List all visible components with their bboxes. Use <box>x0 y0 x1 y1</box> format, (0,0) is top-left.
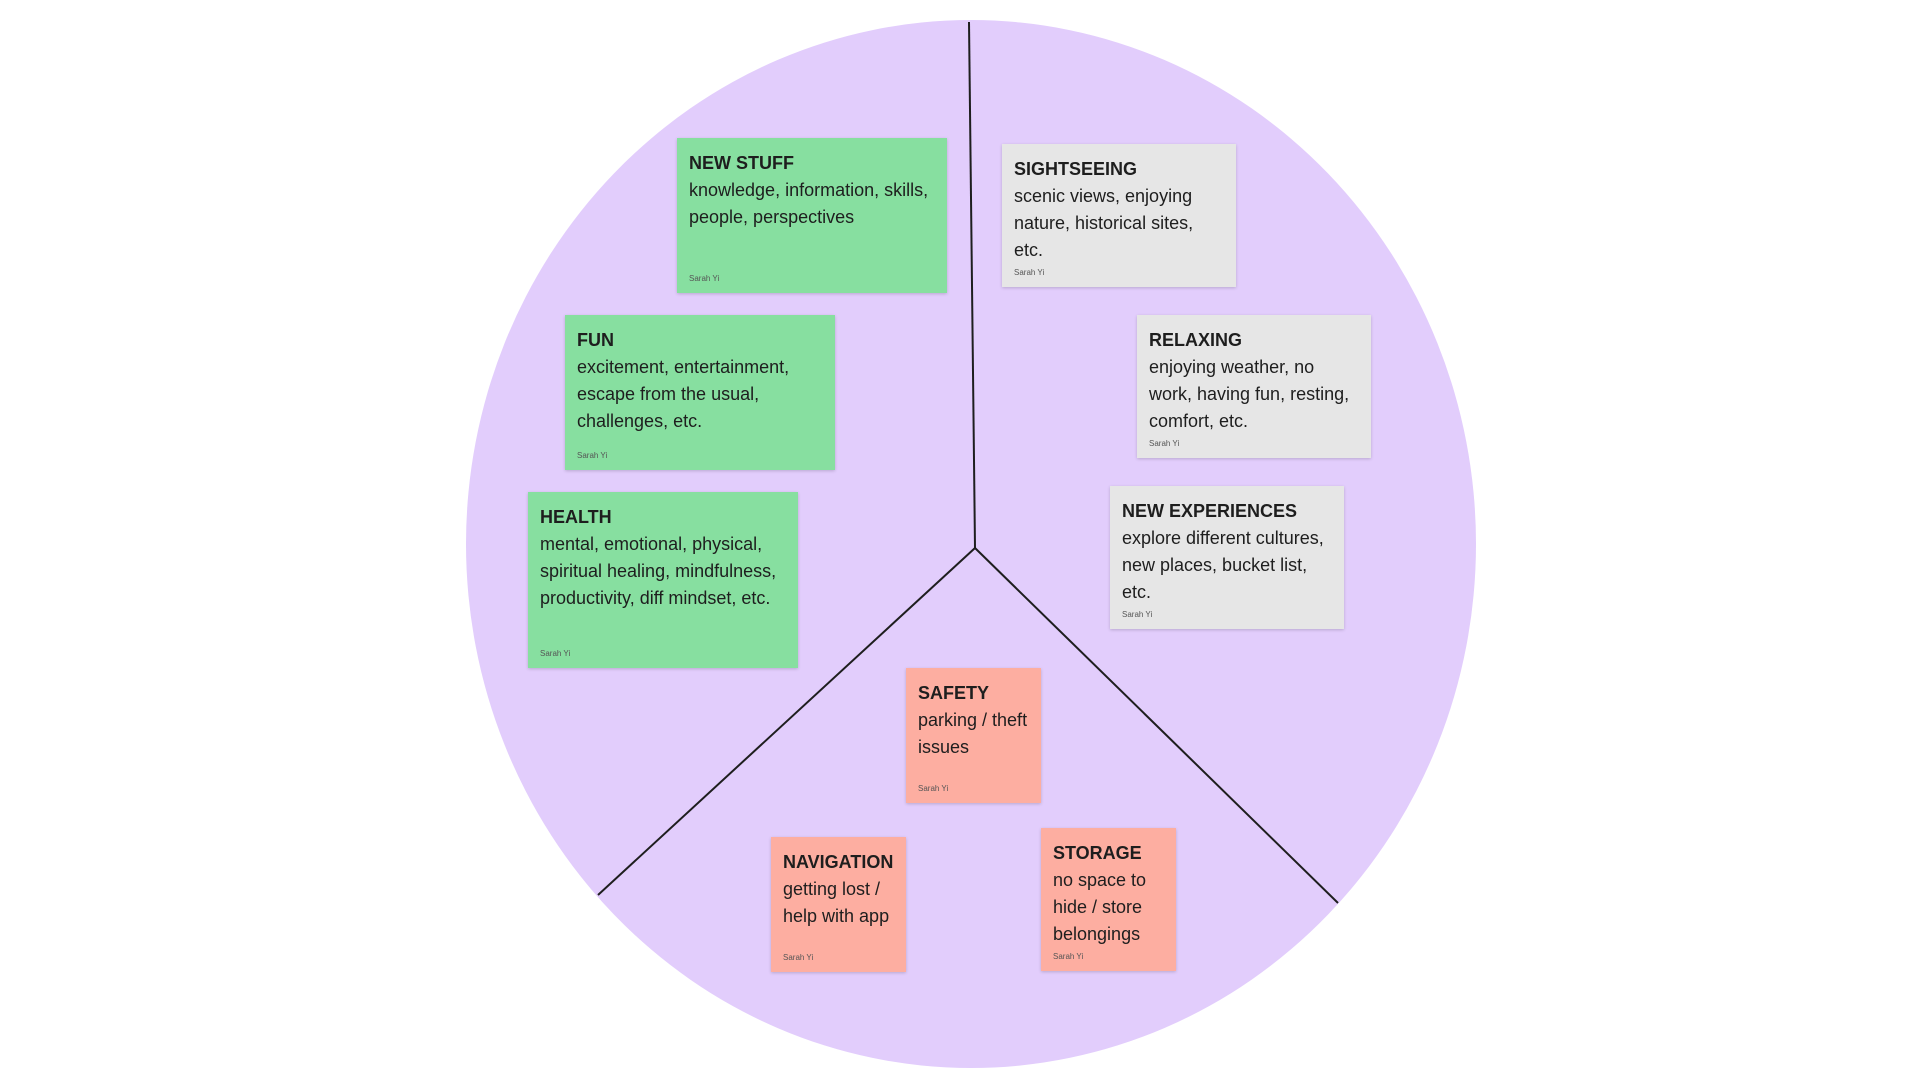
sticky-author: Sarah Yi <box>577 451 608 460</box>
sticky-note-new-stuff[interactable]: NEW STUFF knowledge, information, skills… <box>677 138 947 293</box>
sticky-note-fun[interactable]: FUN excitement, entertainment, escape fr… <box>565 315 835 470</box>
sticky-body: excitement, entertainment, escape from t… <box>577 357 790 431</box>
sticky-title: SIGHTSEEING <box>1014 159 1138 179</box>
sticky-body: mental, emotional, physical, spiritual h… <box>540 534 777 608</box>
sticky-author: Sarah Yi <box>540 649 571 658</box>
sticky-note-new-experiences[interactable]: NEW EXPERIENCES explore different cultur… <box>1110 486 1344 629</box>
sticky-author: Sarah Yi <box>1014 268 1045 277</box>
sticky-title: NEW EXPERIENCES <box>1122 501 1298 521</box>
sticky-author: Sarah Yi <box>783 953 814 962</box>
divider-line-left <box>597 547 976 896</box>
sticky-author: Sarah Yi <box>1053 952 1084 961</box>
divider-line-right <box>974 547 1339 904</box>
sticky-note-safety[interactable]: SAFETY parking / theft issues Sarah Yi <box>906 668 1041 803</box>
sticky-body: enjoying weather, no work, having fun, r… <box>1149 357 1350 431</box>
sticky-note-relaxing[interactable]: RELAXING enjoying weather, no work, havi… <box>1137 315 1371 458</box>
sticky-author: Sarah Yi <box>689 274 720 283</box>
sticky-body: no space to hide / store belongings <box>1053 870 1147 944</box>
sticky-author: Sarah Yi <box>1122 610 1153 619</box>
sticky-note-health[interactable]: HEALTH mental, emotional, physical, spir… <box>528 492 798 668</box>
sticky-note-storage[interactable]: STORAGE no space to hide / store belongi… <box>1041 828 1176 971</box>
sticky-body: explore different cultures, new places, … <box>1122 528 1324 602</box>
sticky-body: scenic views, enjoying nature, historica… <box>1014 186 1194 260</box>
sticky-body: parking / theft issues <box>918 710 1028 757</box>
sticky-body: getting lost / help with app <box>783 879 890 926</box>
sticky-title: RELAXING <box>1149 330 1243 350</box>
sticky-title: FUN <box>577 330 614 350</box>
sticky-body: knowledge, information, skills, people, … <box>689 180 929 227</box>
sticky-title: SAFETY <box>918 683 990 703</box>
sticky-note-sightseeing[interactable]: SIGHTSEEING scenic views, enjoying natur… <box>1002 144 1236 287</box>
sticky-author: Sarah Yi <box>918 784 949 793</box>
sticky-title: HEALTH <box>540 507 612 527</box>
sticky-author: Sarah Yi <box>1149 439 1180 448</box>
sticky-title: NAVIGATION <box>783 852 894 872</box>
sticky-title: STORAGE <box>1053 843 1142 863</box>
sticky-note-navigation[interactable]: NAVIGATION getting lost / help with app … <box>771 837 906 972</box>
divider-line-top <box>968 21 976 549</box>
sticky-title: NEW STUFF <box>689 153 794 173</box>
